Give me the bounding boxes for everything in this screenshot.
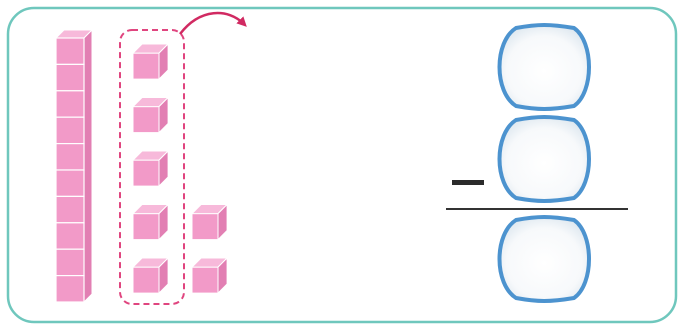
tens-rod-unit [55,37,85,65]
subtrahend-box[interactable] [497,115,591,203]
tens-rod-unit [55,63,85,92]
circled-one-cube [131,42,170,81]
tens-rod-unit [55,275,85,303]
tens-rod-unit [55,169,85,197]
tens-rod-block [54,28,94,304]
circled-ones-cubes [131,42,170,295]
take-away-arrow [179,11,247,35]
minus-sign [452,180,484,185]
tens-rod-unit [55,116,85,145]
remaining-ones-cubes [190,203,229,295]
circled-one-cube [131,96,170,134]
tens-rod-side [83,28,93,304]
tens-rod-unit [55,195,85,224]
remaining-one-cube [190,203,229,241]
remaining-one-cube [190,256,229,295]
circled-ones-group [119,29,185,305]
tens-rod-unit [55,248,85,277]
answer-boxes [497,23,591,303]
tens-rod-unit [55,143,85,171]
tens-rod-unit [55,90,85,118]
circled-one-cube [131,256,170,295]
difference-box[interactable] [497,215,591,303]
tens-rod-unit [55,222,85,250]
circled-one-cube [131,203,170,241]
top-number-box[interactable] [497,23,591,111]
circled-one-cube [131,149,170,188]
